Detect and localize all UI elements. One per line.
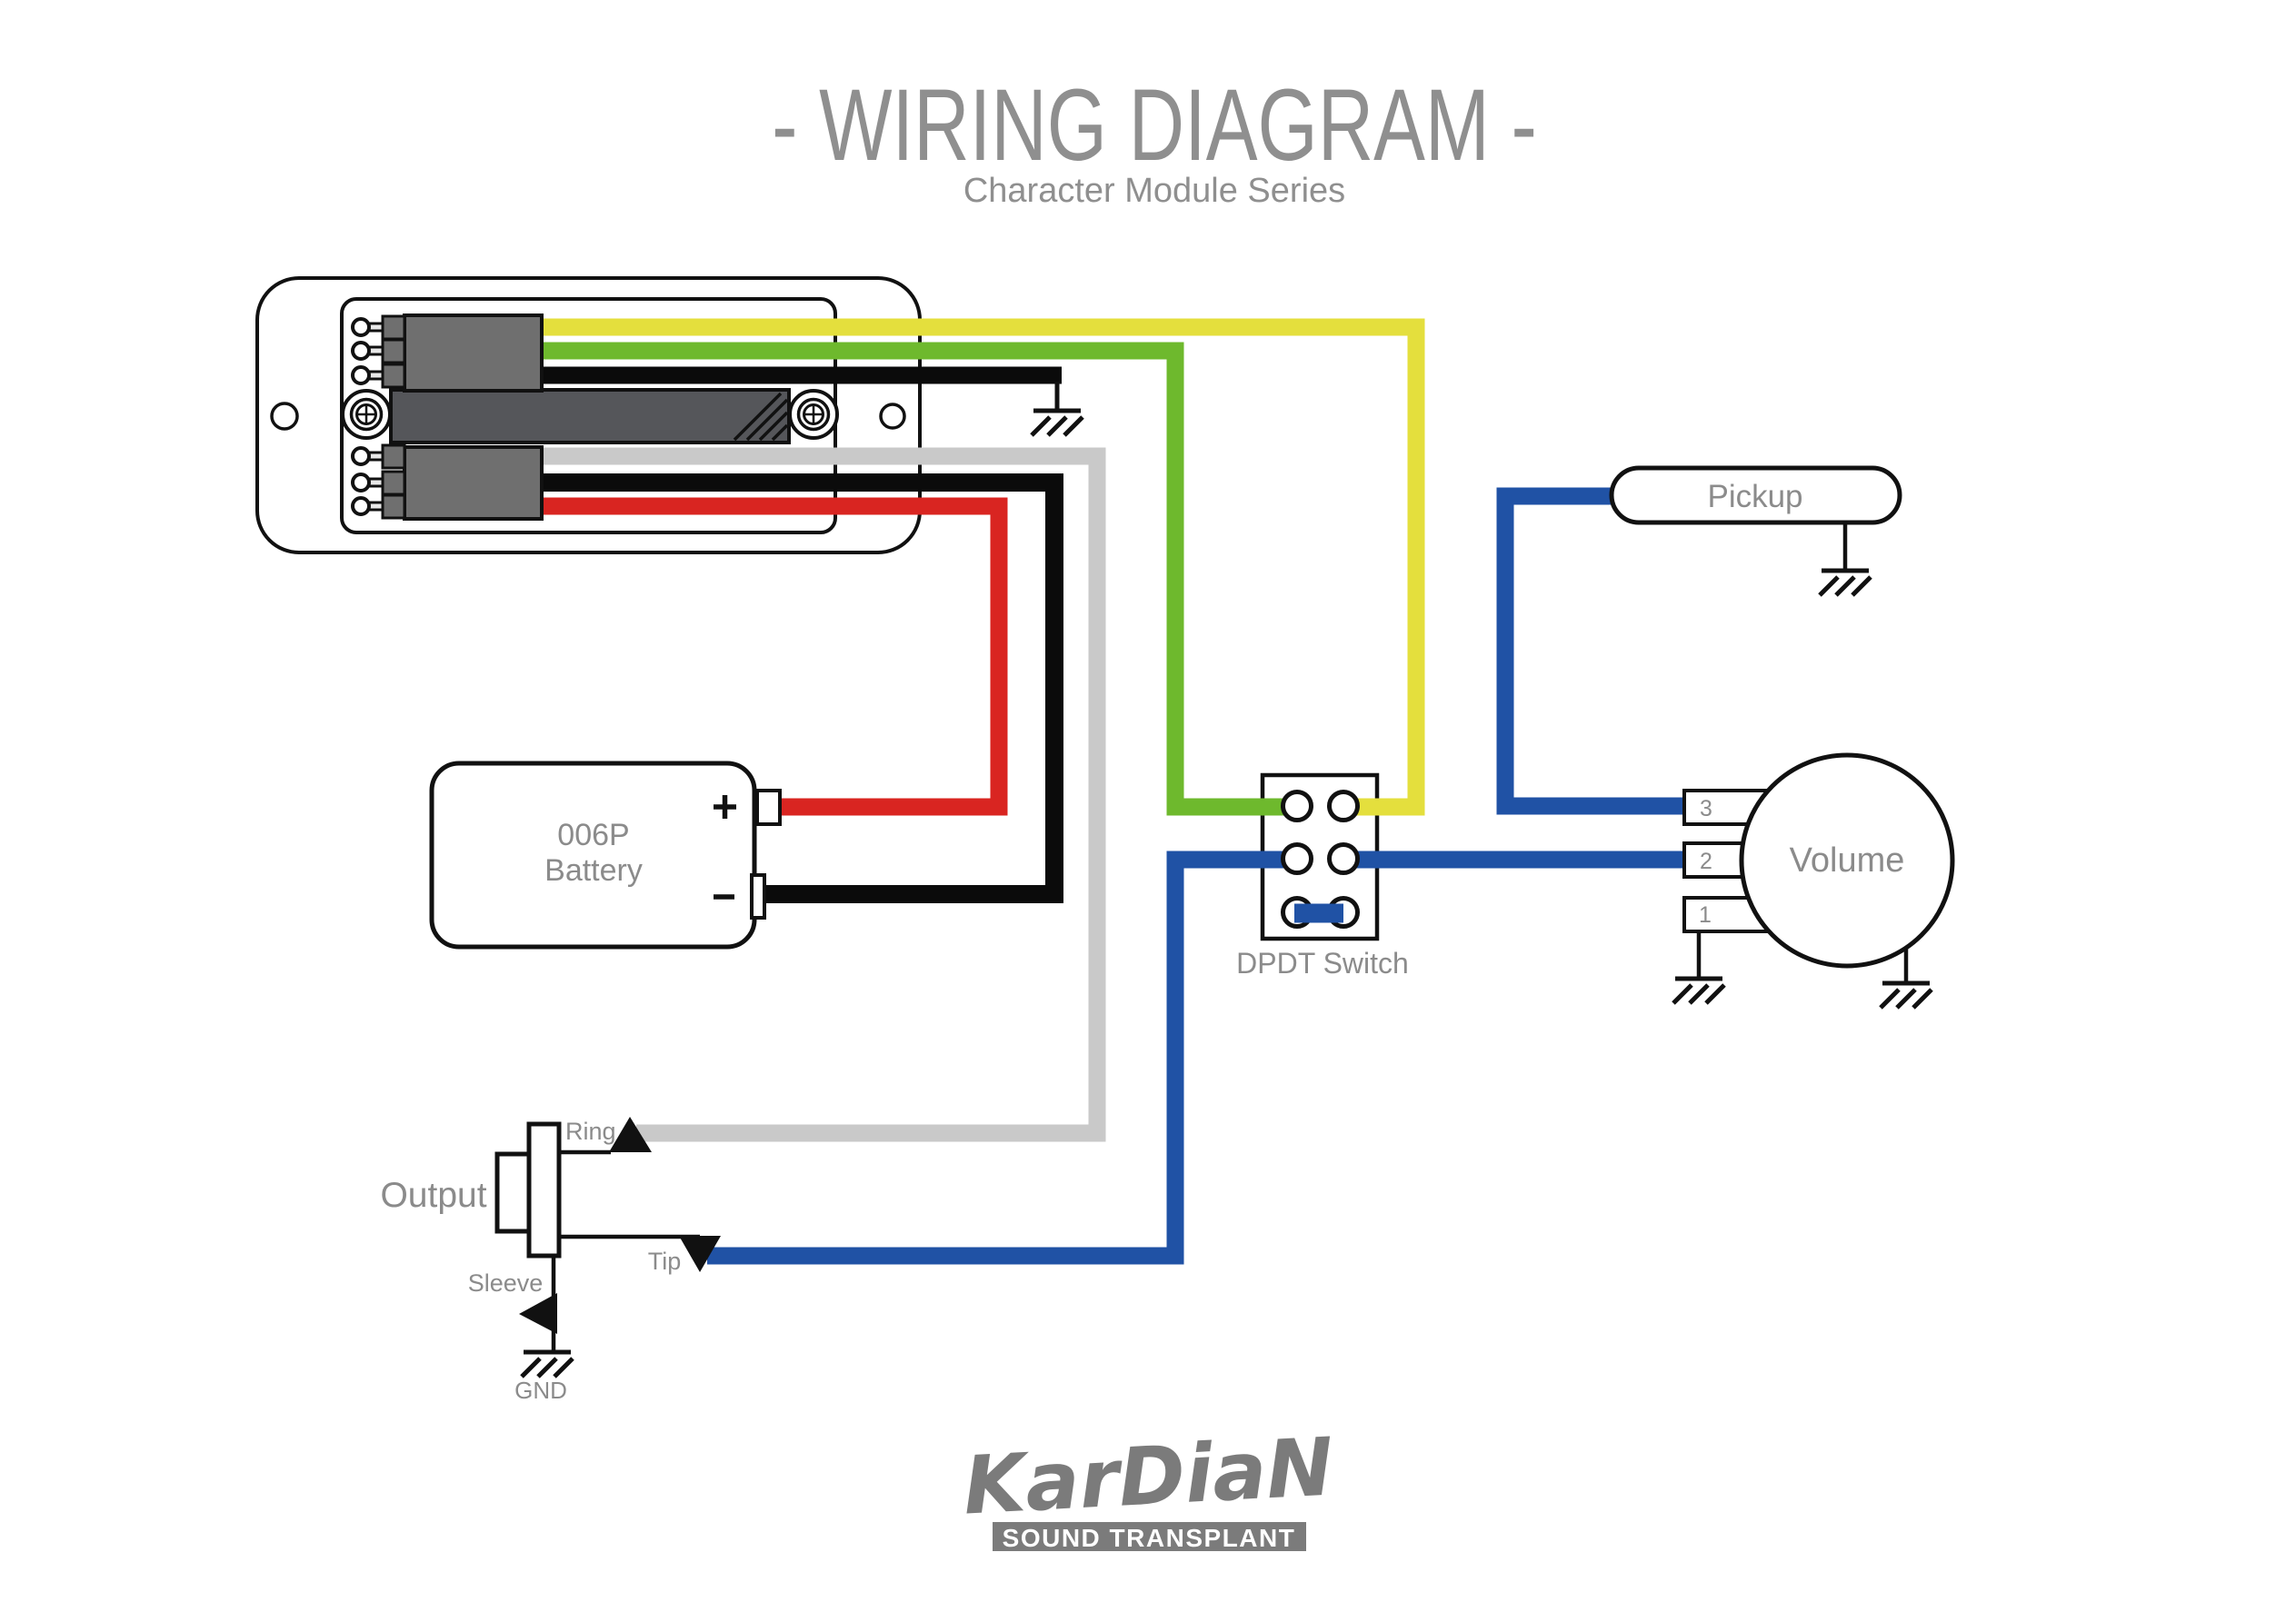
volume-label: Volume bbox=[1790, 841, 1905, 880]
wire-blue-pickup bbox=[1496, 487, 1689, 815]
wire-blue-dpdt-tip bbox=[707, 851, 1297, 1265]
module-connector-bottom bbox=[403, 445, 544, 521]
pin-ring bbox=[351, 473, 371, 493]
output-label: Output bbox=[380, 1176, 486, 1215]
ring-label: Ring bbox=[565, 1118, 616, 1145]
dpdt-pin bbox=[1327, 842, 1360, 875]
pickup-label: Pickup bbox=[1707, 479, 1802, 514]
pickup: Pickup bbox=[1609, 465, 1902, 595]
tip-arrow-icon bbox=[679, 1236, 721, 1272]
battery-label-line2: Battery bbox=[544, 853, 643, 888]
logo-tagline-box bbox=[993, 1522, 1306, 1551]
module-pcb-hatch bbox=[733, 392, 789, 442]
dpdt-label: DPDT Switch bbox=[1236, 947, 1409, 980]
output-jack: Output Ring Tip Sleeve GND bbox=[380, 1117, 721, 1404]
module-pcb-bar bbox=[389, 388, 791, 444]
wire-red-battery bbox=[540, 497, 1008, 816]
screw-icon bbox=[341, 389, 392, 440]
module-connector-pins bbox=[351, 314, 406, 520]
wire-green bbox=[540, 342, 1297, 816]
volume-terminal-2-label: 2 bbox=[1700, 849, 1712, 874]
logo-tagline: SOUND TRANSPLANT bbox=[1003, 1524, 1296, 1552]
screw-icon bbox=[788, 389, 839, 440]
dpdt-switch: DPDT Switch bbox=[1236, 790, 1409, 980]
dpdt-pin bbox=[1281, 842, 1313, 875]
ring-arrow-icon bbox=[609, 1117, 652, 1152]
battery-minus-terminal bbox=[750, 873, 766, 920]
volume-terminal-1-label: 1 bbox=[1699, 902, 1712, 928]
pin-ring bbox=[351, 365, 371, 385]
mounting-hole bbox=[270, 402, 299, 431]
output-jack-body bbox=[526, 1121, 562, 1259]
volume-body bbox=[1739, 752, 1955, 969]
battery-plus-terminal bbox=[755, 789, 782, 826]
mounting-hole bbox=[879, 403, 906, 430]
pin-ring bbox=[351, 341, 371, 361]
battery: 006P Battery bbox=[429, 761, 782, 950]
dpdt-pin bbox=[1327, 790, 1360, 822]
character-module bbox=[270, 313, 906, 521]
battery-label-line1: 006P bbox=[557, 818, 629, 852]
page-subtitle: Character Module Series bbox=[963, 172, 1345, 210]
pin-ring bbox=[351, 496, 371, 516]
volume-terminal-3-label: 3 bbox=[1700, 796, 1712, 821]
output-jack-base bbox=[494, 1151, 532, 1234]
module-connector-top bbox=[403, 313, 544, 393]
volume-pot: 3 2 1 Volume bbox=[1673, 752, 1955, 1008]
battery-body bbox=[429, 761, 757, 950]
wire-yellow bbox=[540, 318, 1425, 816]
pin-ring bbox=[351, 446, 371, 466]
gnd-label: GND bbox=[514, 1377, 567, 1404]
sleeve-label: Sleeve bbox=[468, 1269, 544, 1297]
pin-ring bbox=[351, 317, 371, 337]
dpdt-pin bbox=[1281, 790, 1313, 822]
sleeve-arrow-icon bbox=[519, 1293, 557, 1334]
page-title: - WIRING DIAGRAM - bbox=[772, 69, 1537, 183]
wire-gray bbox=[540, 447, 1106, 1142]
logo: KarDiaN SOUND TRANSPLANT bbox=[961, 1419, 1335, 1552]
tip-label: Tip bbox=[648, 1248, 682, 1275]
logo-brand: KarDiaN bbox=[961, 1419, 1335, 1532]
pickup-body bbox=[1609, 465, 1902, 525]
wire-black-battery bbox=[540, 473, 1063, 903]
